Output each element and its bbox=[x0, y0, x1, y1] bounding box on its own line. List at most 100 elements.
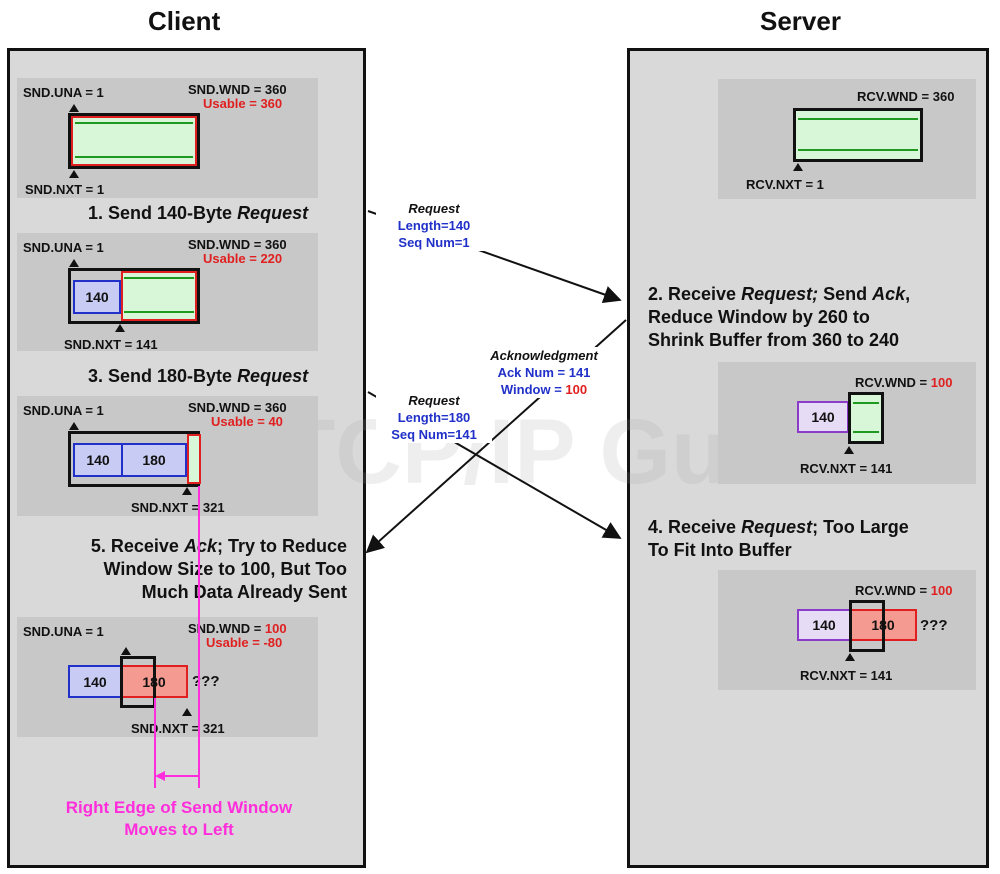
request-2-label: Request Length=180 Seq Num=141 bbox=[376, 392, 492, 443]
step-2-emph-2: Ack bbox=[872, 284, 906, 304]
rcv-wnd-prefix: RCV.WND = bbox=[855, 583, 931, 598]
right-edge-move-arrow bbox=[155, 771, 200, 781]
snd-wnd-label: SND.WND = 360 bbox=[188, 400, 287, 415]
rcv-nxt-label: RCV.NXT = 141 bbox=[800, 461, 893, 476]
client-heading: Client bbox=[148, 6, 221, 36]
window-line-top bbox=[124, 277, 194, 279]
snd-nxt-pointer bbox=[182, 487, 192, 495]
window-line-top bbox=[75, 122, 193, 124]
step-2-line-2: Reduce Window by 260 to bbox=[648, 307, 870, 327]
step-2-mid: Send bbox=[818, 284, 873, 304]
snd-nxt-label: SND.NXT = 321 bbox=[131, 500, 225, 515]
snd-nxt-pointer bbox=[69, 170, 79, 178]
snd-wnd-label: SND.WND = 360 bbox=[188, 237, 287, 252]
snd-una-pointer bbox=[69, 104, 79, 112]
snd-nxt-label: SND.NXT = 1 bbox=[25, 182, 105, 197]
request-1-seq: Seq Num=1 bbox=[398, 235, 470, 250]
snd-wnd-value: 100 bbox=[264, 621, 287, 636]
rcv-wnd-label: RCV.WND = 360 bbox=[857, 89, 955, 104]
receive-buffer-box bbox=[849, 600, 885, 652]
snd-una-pointer bbox=[69, 259, 79, 267]
snd-nxt-label: SND.NXT = 141 bbox=[64, 337, 158, 352]
ack-num: Ack Num = 141 bbox=[497, 365, 591, 380]
caption-line-2: Moves to Left bbox=[124, 820, 234, 839]
step-5-emph: Ack bbox=[183, 536, 217, 556]
request-2-length: Length=180 bbox=[397, 410, 471, 425]
send-window-box bbox=[120, 656, 156, 708]
receive-buffer-box bbox=[793, 108, 923, 162]
snd-wnd-label: SND.WND = 100 bbox=[188, 621, 287, 636]
right-edge-old-line bbox=[198, 486, 200, 788]
snd-una-label: SND.UNA = 1 bbox=[23, 240, 104, 255]
snd-una-pointer bbox=[69, 422, 79, 430]
caption-line-1: Right Edge of Send Window bbox=[65, 798, 293, 817]
rcv-nxt-label: RCV.NXT = 141 bbox=[800, 668, 893, 683]
ack-window-value: 100 bbox=[565, 382, 588, 397]
overflow-marker: ??? bbox=[920, 617, 948, 634]
window-line-bottom bbox=[75, 156, 193, 158]
usable-label: Usable = 360 bbox=[203, 96, 283, 111]
rcv-wnd-label: RCV.WND = 100 bbox=[855, 375, 952, 390]
ack-label: Acknowledgment Ack Num = 141 Window = 10… bbox=[470, 347, 618, 398]
segment-140: 140 bbox=[797, 609, 851, 641]
segment-140: 140 bbox=[797, 401, 849, 433]
step-3-text: 3. Send 180-Byte Request bbox=[88, 365, 308, 388]
step-5-line-3: Much Data Already Sent bbox=[141, 582, 347, 602]
rcv-wnd-value: 100 bbox=[930, 375, 953, 390]
right-edge-new-line bbox=[154, 698, 156, 788]
rcv-nxt-pointer bbox=[845, 653, 855, 661]
buffer-line-top bbox=[798, 118, 918, 120]
step-2-prefix: 2. Receive bbox=[648, 284, 742, 304]
step-5-prefix: 5. Receive bbox=[90, 536, 184, 556]
request-1-title: Request bbox=[408, 201, 460, 216]
request-1-length: Length=140 bbox=[397, 218, 471, 233]
ack-window-prefix: Window = bbox=[500, 382, 566, 397]
step-3-prefix: 3. Send 180-Byte bbox=[88, 366, 238, 386]
step-2-text: 2. Receive Request; Send Ack, Reduce Win… bbox=[648, 283, 910, 352]
buffer-line-top bbox=[853, 402, 879, 404]
step-2-emph: Request; bbox=[741, 284, 819, 304]
request-2-seq: Seq Num=141 bbox=[391, 427, 477, 442]
step-4-prefix: 4. Receive bbox=[648, 517, 742, 537]
step-5-line-2: Window Size to 100, But Too bbox=[103, 559, 347, 579]
step-4-suffix: ; Too Large bbox=[812, 517, 909, 537]
request-1-label: Request Length=140 Seq Num=1 bbox=[376, 200, 492, 251]
receive-buffer-box bbox=[848, 392, 884, 444]
snd-una-label: SND.UNA = 1 bbox=[23, 85, 104, 100]
snd-nxt-pointer bbox=[115, 324, 125, 332]
buffer-line-bottom bbox=[798, 149, 918, 151]
usable-label: Usable = -80 bbox=[206, 635, 283, 650]
snd-una-label: SND.UNA = 1 bbox=[23, 403, 104, 418]
server-heading: Server bbox=[760, 6, 841, 36]
step-4-emph: Request bbox=[741, 517, 813, 537]
rcv-wnd-prefix: RCV.WND = bbox=[855, 375, 931, 390]
rcv-nxt-pointer bbox=[844, 446, 854, 454]
ack-title: Acknowledgment bbox=[490, 348, 598, 363]
step-2-suffix: , bbox=[905, 284, 911, 304]
window-line-bottom bbox=[124, 311, 194, 313]
step-5-suffix: ; Try to Reduce bbox=[216, 536, 347, 556]
rcv-wnd-value: 100 bbox=[930, 583, 953, 598]
segment-140: 140 bbox=[73, 280, 121, 314]
step-4-line-2: To Fit Into Buffer bbox=[648, 540, 792, 560]
usable-label: Usable = 220 bbox=[203, 251, 283, 266]
snd-nxt-pointer bbox=[182, 708, 192, 716]
step-1-emph: Request bbox=[237, 203, 309, 223]
snd-wnd-prefix: SND.WND = bbox=[188, 621, 265, 636]
rcv-nxt-pointer bbox=[793, 163, 803, 171]
step-3-emph: Request bbox=[237, 366, 309, 386]
send-window-box: 140 180 bbox=[68, 431, 201, 487]
request-2-title: Request bbox=[408, 393, 460, 408]
usable-label: Usable = 40 bbox=[211, 414, 283, 429]
rcv-wnd-label: RCV.WND = 100 bbox=[855, 583, 952, 598]
segment-180: 180 bbox=[121, 443, 187, 477]
step-1-prefix: 1. Send 140-Byte bbox=[88, 203, 238, 223]
snd-una-label: SND.UNA = 1 bbox=[23, 624, 104, 639]
usable-region bbox=[187, 434, 201, 484]
step-2-line-3: Shrink Buffer from 360 to 240 bbox=[648, 330, 900, 350]
step-5-text: 5. Receive Ack; Try to Reduce Window Siz… bbox=[20, 535, 347, 604]
snd-wnd-label: SND.WND = 360 bbox=[188, 82, 287, 97]
rcv-nxt-label: RCV.NXT = 1 bbox=[746, 177, 824, 192]
snd-una-pointer bbox=[121, 647, 131, 655]
